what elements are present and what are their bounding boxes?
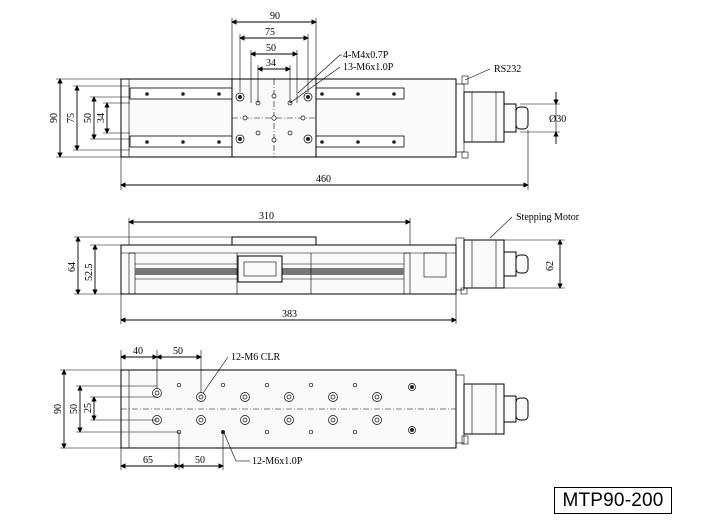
dim-bottom-50-top: 50 <box>173 346 183 357</box>
note-m6: 13-M6x1.0P <box>343 62 394 73</box>
dim-bottom-50-bottom: 50 <box>195 455 205 466</box>
dim-side-52-5: 52.5 <box>84 264 95 282</box>
dim-bottom-50-left: 50 <box>69 404 80 414</box>
bottom-view: 40 50 12-M6 CLR 90 50 25 65 50 12-M6x1.0… <box>53 346 529 470</box>
model-label: MTP90-200 <box>554 487 672 514</box>
dim-left-34: 34 <box>96 113 107 123</box>
side-view: 310 Stepping Motor 64 52.5 62 383 <box>67 211 580 324</box>
note-m6-bottom: 12-M6x1.0P <box>252 456 303 467</box>
note-clr: 12-M6 CLR <box>231 352 281 363</box>
note-stepping-motor: Stepping Motor <box>516 212 580 223</box>
dim-top-50: 50 <box>266 43 276 54</box>
note-rs232: RS232 <box>494 64 521 75</box>
dim-left-50: 50 <box>83 113 94 123</box>
top-view: 90 75 50 34 4-M4x0.7P 13-M6x1.0P RS232 9… <box>49 11 566 190</box>
dim-side-383: 383 <box>282 309 297 320</box>
dim-bottom-90: 90 <box>53 404 64 414</box>
dim-bottom-65: 65 <box>143 455 153 466</box>
dim-bottom-40: 40 <box>133 346 143 357</box>
dim-left-75: 75 <box>66 113 77 123</box>
dim-top-460: 460 <box>316 174 331 185</box>
dim-top-75: 75 <box>265 27 275 38</box>
dim-side-64: 64 <box>67 262 78 272</box>
dim-side-62: 62 <box>545 261 556 271</box>
dim-top-90: 90 <box>270 11 280 22</box>
dim-top-34: 34 <box>266 58 276 69</box>
dim-bottom-25: 25 <box>83 403 94 413</box>
dim-dia30: Ø30 <box>549 114 566 125</box>
dim-side-310: 310 <box>259 211 274 222</box>
note-m4: 4-M4x0.7P <box>343 50 389 61</box>
dim-left-90: 90 <box>49 113 60 123</box>
